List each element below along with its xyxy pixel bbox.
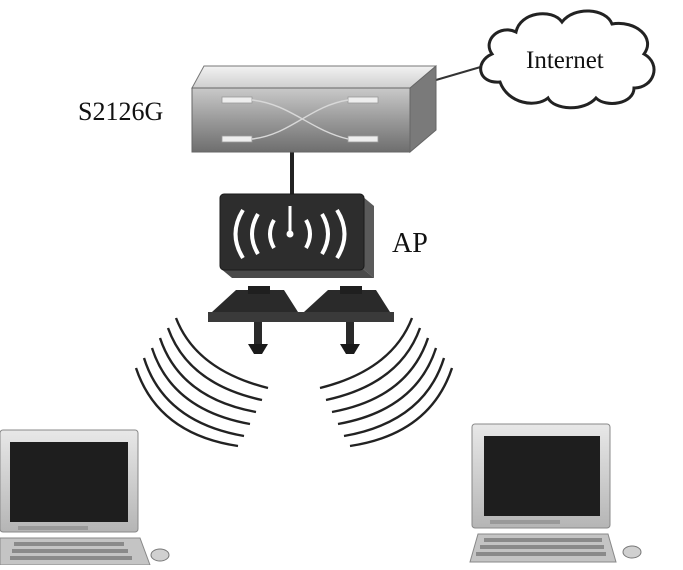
left-wireless-signal-icon [134, 317, 269, 448]
ap-label: AP [392, 228, 428, 259]
right-computer-icon [469, 423, 642, 563]
cloud-icon [479, 9, 656, 110]
right-wireless-signal-icon [319, 317, 454, 448]
left-antenna-icon [208, 286, 302, 354]
switch-internet-link [435, 65, 485, 81]
right-antenna-icon [300, 286, 394, 354]
switch-icon [191, 64, 437, 154]
switch-label: S2126G [78, 97, 163, 126]
access-point-icon [219, 193, 374, 278]
left-computer-icon [0, 429, 170, 566]
cloud-label: Internet [526, 47, 604, 74]
